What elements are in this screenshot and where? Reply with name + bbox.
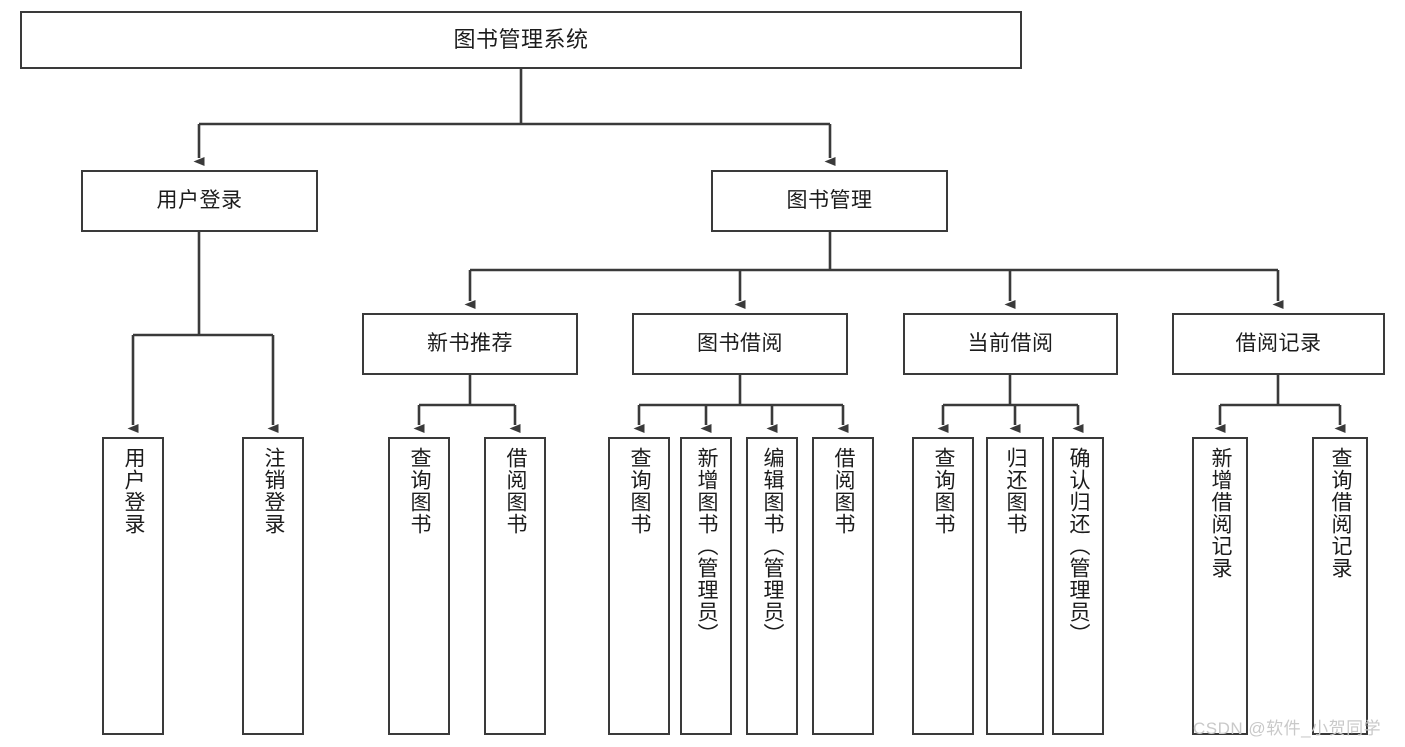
- leaf-borrow-book[interactable]: 借阅图书: [812, 437, 874, 735]
- leaf-query-borrow-record[interactable]: 查询借阅记录: [1312, 437, 1368, 735]
- leaf-query-book-recommend[interactable]: 查询图书: [388, 437, 450, 735]
- leaf-label: 新增图书（管理员）: [694, 447, 718, 645]
- leaf-label: 注销登录: [261, 447, 285, 535]
- leaf-add-book-admin[interactable]: 新增图书（管理员）: [680, 437, 732, 735]
- leaf-label: 查询图书: [407, 447, 431, 535]
- node-new-book-recommend-label: 新书推荐: [427, 332, 513, 356]
- node-root-label: 图书管理系统: [453, 26, 589, 52]
- node-new-book-recommend[interactable]: 新书推荐: [362, 313, 578, 375]
- leaf-label: 查询图书: [931, 447, 955, 535]
- node-book-borrow[interactable]: 图书借阅: [632, 313, 848, 375]
- leaf-label: 查询图书: [627, 447, 651, 535]
- leaf-label: 归还图书: [1003, 447, 1027, 535]
- leaf-return-book[interactable]: 归还图书: [986, 437, 1044, 735]
- leaf-label: 编辑图书（管理员）: [760, 447, 784, 645]
- node-user-login-label: 用户登录: [156, 189, 243, 213]
- node-borrow-record[interactable]: 借阅记录: [1172, 313, 1385, 375]
- node-book-borrow-label: 图书借阅: [697, 332, 783, 356]
- node-current-borrow-label: 当前借阅: [967, 332, 1054, 356]
- node-current-borrow[interactable]: 当前借阅: [903, 313, 1118, 375]
- csdn-watermark: CSDN @软件_小贺同学: [1193, 719, 1382, 738]
- leaf-confirm-return-admin[interactable]: 确认归还（管理员）: [1052, 437, 1104, 735]
- node-book-management-label: 图书管理: [786, 189, 873, 213]
- node-user-login[interactable]: 用户登录: [81, 170, 318, 232]
- leaf-edit-book-admin[interactable]: 编辑图书（管理员）: [746, 437, 798, 735]
- leaf-label: 借阅图书: [503, 447, 527, 535]
- leaf-query-book-current[interactable]: 查询图书: [912, 437, 974, 735]
- node-borrow-record-label: 借阅记录: [1235, 332, 1322, 356]
- leaf-query-book-borrow[interactable]: 查询图书: [608, 437, 670, 735]
- node-book-management[interactable]: 图书管理: [711, 170, 948, 232]
- leaf-label: 用户登录: [121, 447, 145, 535]
- leaf-label: 确认归还（管理员）: [1066, 447, 1090, 645]
- leaf-label: 借阅图书: [831, 447, 855, 535]
- leaf-borrow-book-recommend[interactable]: 借阅图书: [484, 437, 546, 735]
- leaf-add-borrow-record[interactable]: 新增借阅记录: [1192, 437, 1248, 735]
- node-root[interactable]: 图书管理系统: [20, 11, 1022, 69]
- leaf-user-login[interactable]: 用户登录: [102, 437, 164, 735]
- leaf-label: 新增借阅记录: [1208, 447, 1232, 579]
- leaf-logout[interactable]: 注销登录: [242, 437, 304, 735]
- leaf-label: 查询借阅记录: [1328, 447, 1352, 579]
